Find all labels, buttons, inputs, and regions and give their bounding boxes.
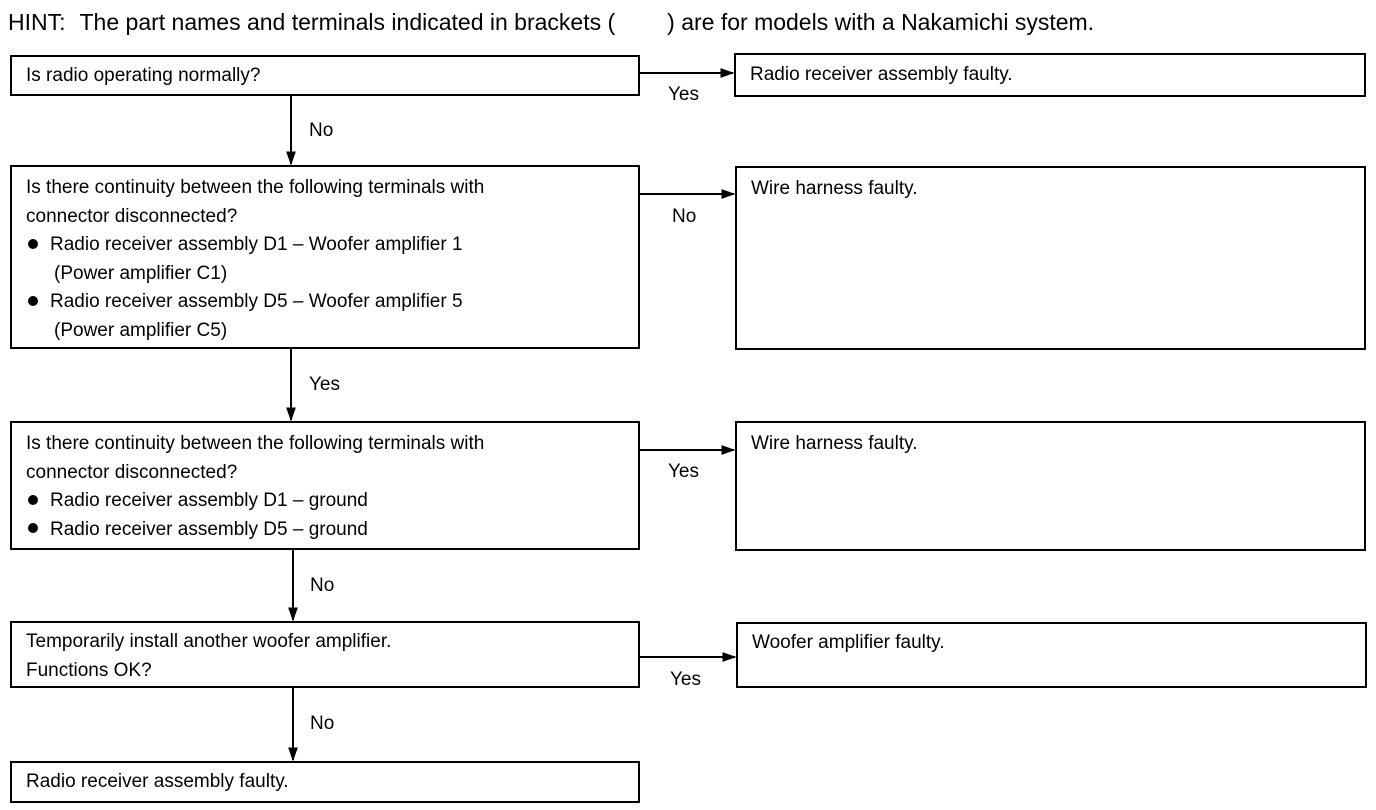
result-1-text: Radio receiver assembly faulty. — [750, 64, 1013, 85]
final-result-text: Radio receiver assembly faulty. — [26, 771, 289, 792]
bullet-dot-icon — [28, 238, 38, 249]
question-2-bullet-2-sub: (Power amplifier C5) — [54, 319, 228, 341]
question-2-line-2: connector disconnected? — [26, 205, 238, 227]
step2-no-label: No — [672, 206, 697, 227]
hint-text-after: ) are for models with a Nakamichi system… — [667, 9, 1095, 35]
result-box-4: Woofer amplifier faulty. — [736, 622, 1367, 688]
bullet-dot-icon — [28, 523, 38, 534]
question-3-bullet-2: Radio receiver assembly D5 – ground — [26, 516, 626, 545]
final-result-box: Radio receiver assembly faulty. — [10, 761, 640, 803]
result-box-1: Radio receiver assembly faulty. — [734, 53, 1366, 97]
step4-yes-label: Yes — [670, 669, 701, 690]
hint-label: HINT: — [8, 9, 66, 35]
step2-yes-label: Yes — [309, 374, 340, 395]
result-box-3: Wire harness faulty. — [735, 421, 1366, 551]
step4-no-label: No — [310, 713, 335, 734]
question-box-2: Is there continuity between the followin… — [10, 165, 640, 349]
step3-no-label: No — [310, 575, 335, 596]
question-4-line-1: Temporarily install another woofer ampli… — [26, 631, 392, 652]
bullet-dot-icon — [28, 494, 38, 505]
question-box-3: Is there continuity between the followin… — [10, 421, 640, 550]
question-2-line-1: Is there continuity between the followin… — [26, 177, 485, 198]
result-box-2: Wire harness faulty. — [735, 166, 1366, 350]
hint-text: HINT: The part names and terminals indica… — [8, 6, 1372, 38]
step1-yes-label: Yes — [668, 84, 699, 105]
question-2-bullet-1-sub: (Power amplifier C1) — [54, 262, 228, 284]
bullet-dot-icon — [28, 295, 38, 306]
question-3-bullet-1: Radio receiver assembly D1 – ground — [26, 487, 626, 516]
question-3-line-1: Is there continuity between the followin… — [26, 433, 485, 454]
question-2-bullet-2: Radio receiver assembly D5 – Woofer ampl… — [26, 288, 626, 317]
result-4-text: Woofer amplifier faulty. — [752, 632, 945, 653]
question-box-1: Is radio operating normally? — [10, 55, 640, 96]
question-box-4: Temporarily install another woofer ampli… — [10, 621, 640, 688]
step3-yes-label: Yes — [668, 461, 699, 482]
question-2-bullet-1: Radio receiver assembly D1 – Woofer ampl… — [26, 231, 626, 260]
question-3-line-2: connector disconnected? — [26, 461, 238, 483]
step1-no-label: No — [309, 120, 334, 141]
question-4-line-2: Functions OK? — [26, 659, 152, 681]
result-2-text: Wire harness faulty. — [751, 178, 918, 199]
hint-text-before: The part names and terminals indicated i… — [79, 9, 616, 35]
result-3-text: Wire harness faulty. — [751, 433, 918, 454]
question-1-line: Is radio operating normally? — [26, 65, 261, 86]
